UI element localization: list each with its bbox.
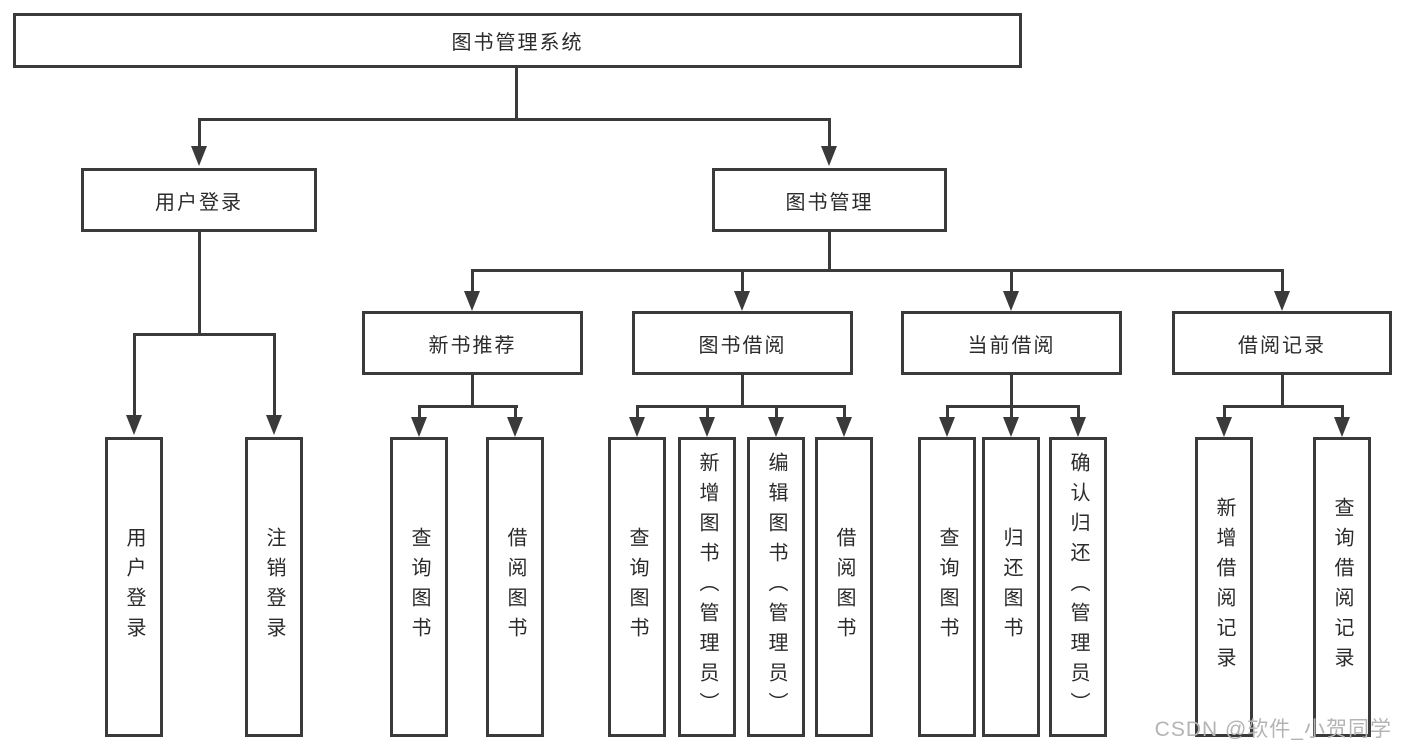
current-borrow-label: 当前借阅 [967,334,1056,357]
book-borrow-node: 图书借阅 [632,311,853,375]
arrow-down-icon [1003,291,1019,311]
user-login-leaf-label: 用户登录 [123,527,145,647]
return-book-leaf: 归还图书 [982,437,1040,737]
arrow-down-icon [1274,291,1290,311]
borrow-book-leaf-recommend: 借阅图书 [486,437,544,737]
connector-line [1010,374,1013,407]
arrow-down-icon [629,417,645,437]
new-book-recommend-node: 新书推荐 [362,311,583,375]
connector-line [1010,405,1013,419]
connector-line [1223,405,1226,419]
borrow-record-node: 借阅记录 [1172,311,1392,375]
borrow-record-label: 借阅记录 [1238,334,1326,357]
book-management-node-label: 图书管理 [785,191,874,214]
logout-leaf: 注销登录 [245,437,303,737]
connector-line [471,374,474,407]
arrow-down-icon [939,417,955,437]
current-borrow-node: 当前借阅 [901,311,1122,375]
root-node-label: 图书管理系统 [451,32,584,54]
connector-line [775,405,778,419]
new-book-recommend-label: 新书推荐 [428,334,517,357]
add-book-admin-leaf: 新增图书（管理员） [678,437,736,737]
connector-line [514,405,517,419]
connector-line [273,333,276,417]
connector-line [133,333,276,336]
edit-book-admin-leaf-label: 编辑图书（管理员） [765,452,787,722]
connector-line [418,405,421,419]
connector-line [1223,405,1344,408]
arrow-down-icon [464,291,480,311]
connector-line [1281,269,1284,293]
add-book-admin-leaf-label: 新增图书（管理员） [696,452,718,722]
connector-line [843,405,846,419]
connector-line [471,269,474,293]
user-login-leaf: 用户登录 [105,437,163,737]
arrow-down-icon [191,146,207,166]
user-login-node-label: 用户登录 [155,191,243,214]
arrow-down-icon [1334,417,1350,437]
borrow-book-leaf: 借阅图书 [815,437,873,737]
arrow-down-icon [411,417,427,437]
root-node-library-management-system: 图书管理系统 [13,13,1022,68]
query-book-leaf-current: 查询图书 [918,437,976,737]
connector-line [1281,374,1284,407]
arrow-down-icon [126,415,142,435]
confirm-return-admin-leaf-label: 确认归还（管理员） [1067,452,1089,722]
borrow-book-leaf-label: 借阅图书 [504,527,526,647]
add-borrow-record-leaf-label: 新增借阅记录 [1213,497,1235,677]
connector-line [946,405,949,419]
connector-line [418,405,518,408]
connector-line [515,66,518,120]
connector-line [636,405,846,408]
query-book-leaf-label: 查询图书 [936,527,958,647]
connector-line [471,269,1284,272]
borrow-book-leaf-label: 借阅图书 [833,527,855,647]
book-management-node: 图书管理 [712,168,947,232]
connector-line [828,231,831,272]
connector-line [198,231,201,335]
arrow-down-icon [1070,417,1086,437]
arrow-down-icon [734,291,750,311]
arrow-down-icon [1003,417,1019,437]
arrow-down-icon [821,146,837,166]
arrow-down-icon [836,417,852,437]
arrow-down-icon [507,417,523,437]
query-borrow-record-leaf: 查询借阅记录 [1313,437,1371,737]
arrow-down-icon [768,417,784,437]
user-login-node: 用户登录 [81,168,317,232]
arrow-down-icon [699,417,715,437]
arrow-down-icon [1216,417,1232,437]
query-book-leaf-recommend: 查询图书 [390,437,448,737]
connector-line [741,374,744,407]
connector-line [133,333,136,417]
query-book-leaf-label: 查询图书 [626,527,648,647]
query-book-leaf-borrow: 查询图书 [608,437,666,737]
connector-line [828,118,831,148]
confirm-return-admin-leaf: 确认归还（管理员） [1049,437,1107,737]
query-book-leaf-label: 查询图书 [408,527,430,647]
logout-leaf-label: 注销登录 [263,527,285,647]
connector-line [946,405,1080,408]
book-borrow-label: 图书借阅 [698,334,787,357]
connector-line [741,269,744,293]
connector-line [1010,269,1013,293]
return-book-leaf-label: 归还图书 [1000,527,1022,647]
query-borrow-record-leaf-label: 查询借阅记录 [1331,497,1353,677]
csdn-watermark: CSDN @软件_小贺同学 [1154,718,1392,741]
connector-line [198,118,201,148]
connector-line [1341,405,1344,419]
edit-book-admin-leaf: 编辑图书（管理员） [747,437,805,737]
add-borrow-record-leaf: 新增借阅记录 [1195,437,1253,737]
connector-line [706,405,709,419]
connector-line [636,405,639,419]
arrow-down-icon [266,415,282,435]
connector-line [198,118,831,121]
connector-line [1077,405,1080,419]
